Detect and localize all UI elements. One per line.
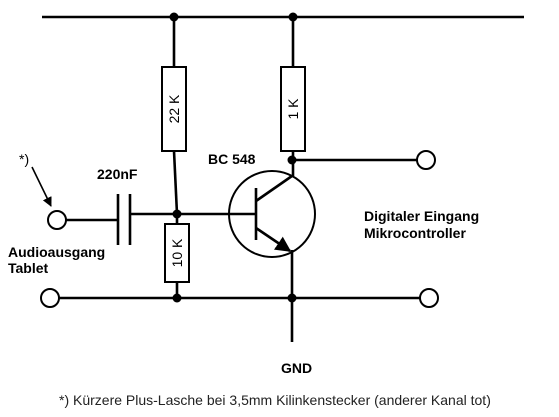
input-ground-terminal bbox=[40, 288, 60, 308]
output-label-line1: Digitaler Eingang bbox=[364, 208, 479, 224]
transistor-collector bbox=[255, 174, 293, 203]
resistor-1k-label: 1 K bbox=[285, 98, 301, 120]
footnote-arrow bbox=[31, 166, 52, 207]
transistor-label: BC 548 bbox=[208, 151, 256, 167]
output-terminal bbox=[416, 150, 436, 170]
footnote-text: *) Kürzere Plus-Lasche bei 3,5mm Kilinke… bbox=[59, 392, 491, 408]
resistor-10k-label: 10 K bbox=[169, 238, 185, 267]
transistor-emitter bbox=[255, 226, 292, 253]
transistor-body bbox=[228, 170, 316, 258]
footnote-marker: *) bbox=[19, 151, 29, 167]
resistor-1k bbox=[280, 66, 306, 152]
output-label-line2: Mikrocontroller bbox=[364, 225, 466, 241]
input-terminal bbox=[47, 210, 67, 230]
ground-label: GND bbox=[281, 360, 312, 376]
resistor-22k-label: 22 K bbox=[166, 94, 182, 123]
output-ground-terminal bbox=[419, 288, 439, 308]
input-label-line2: Tablet bbox=[8, 260, 49, 276]
input-label-line1: Audioausgang bbox=[8, 244, 105, 260]
capacitor-label: 220nF bbox=[97, 166, 138, 182]
resistor-22k bbox=[161, 66, 187, 152]
node-ground-left bbox=[172, 293, 182, 303]
wire-22k-bottom bbox=[172, 150, 179, 215]
